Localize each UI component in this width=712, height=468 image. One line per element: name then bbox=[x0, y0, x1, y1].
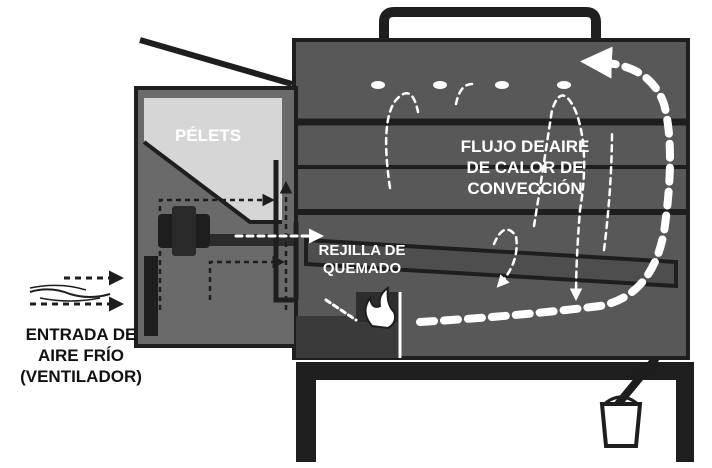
convection-airflow bbox=[234, 46, 674, 326]
pellets-label: PÉLETS bbox=[174, 126, 242, 145]
airflow-label: FLUJO DE AIRE DE CALOR DE CONVECCIÓN bbox=[460, 137, 590, 198]
burn-grate-label: REJILLA DE QUEMADO bbox=[318, 242, 406, 277]
cold-air-arrows bbox=[29, 270, 124, 312]
cold-air-intake-label: ENTRADA DE AIRE FRÍO (VENTILADOR) bbox=[20, 325, 142, 386]
pellets-fill bbox=[144, 98, 282, 222]
cooking-chamber bbox=[292, 38, 690, 360]
internal-airflow bbox=[158, 181, 293, 310]
lid-handle bbox=[379, 7, 601, 42]
legs-crossbar bbox=[296, 362, 694, 380]
leg-right bbox=[676, 362, 694, 462]
grease-bucket bbox=[599, 402, 643, 448]
lid-vents bbox=[371, 81, 571, 89]
internal-duct bbox=[273, 160, 296, 303]
flame-icon bbox=[364, 286, 397, 330]
fan-intake bbox=[144, 256, 158, 336]
hopper-lid bbox=[139, 37, 293, 87]
drip-tray bbox=[304, 237, 678, 289]
leg-left bbox=[296, 362, 316, 462]
